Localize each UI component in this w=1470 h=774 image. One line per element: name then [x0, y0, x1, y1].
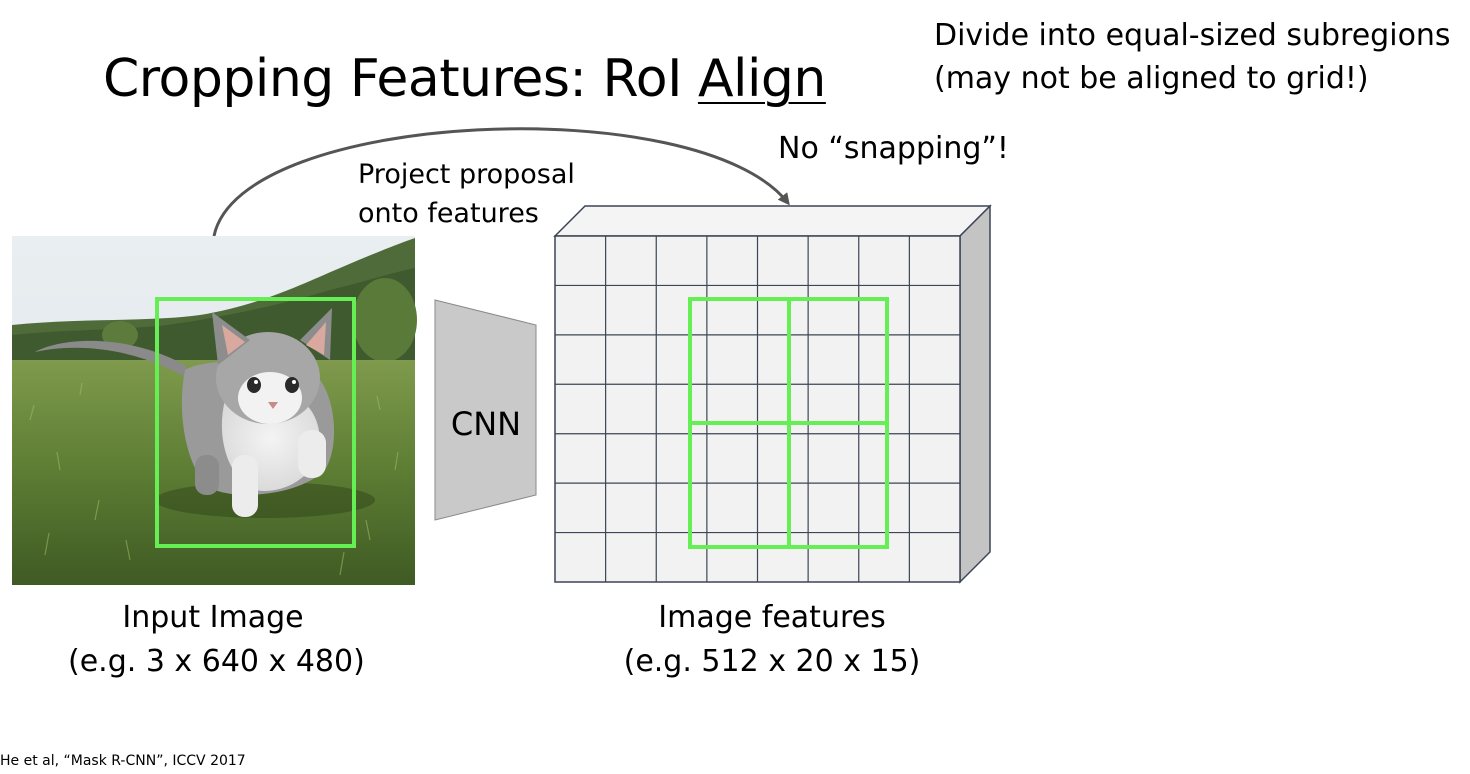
input-caption-line1: Input Image [68, 596, 358, 640]
feature-map-side-face [960, 206, 990, 582]
input-image [12, 236, 417, 585]
citation: He et al, “Mask R-CNN”, ICCV 2017 [0, 751, 246, 771]
input-caption-line2: (e.g. 3 x 640 x 480) [68, 640, 358, 684]
features-caption-line2: (e.g. 512 x 20 x 15) [622, 640, 922, 684]
image-features-caption: Image features (e.g. 512 x 20 x 15) [622, 596, 922, 684]
features-caption-line1: Image features [622, 596, 922, 640]
feature-map [555, 206, 990, 582]
feature-map-top-face [555, 206, 990, 236]
cnn-label: CNN [440, 404, 532, 444]
input-image-caption: Input Image (e.g. 3 x 640 x 480) [68, 596, 358, 684]
